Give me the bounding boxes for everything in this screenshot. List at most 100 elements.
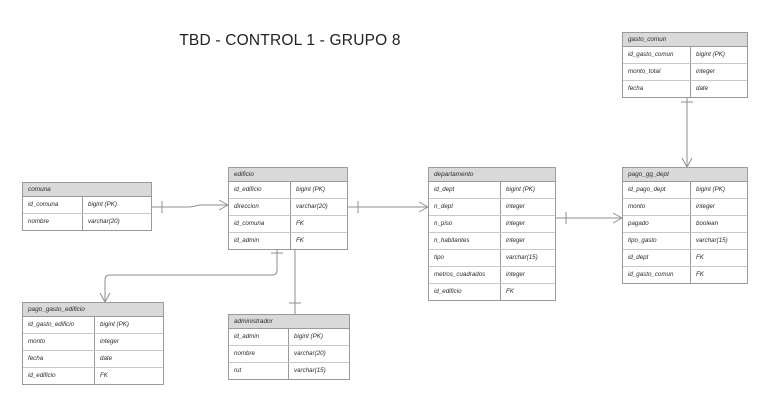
relationship-departamento-pago-gg-dept [556, 212, 623, 224]
table-row: id_comuna FK [229, 216, 347, 233]
column-name: id_comuna [23, 197, 83, 213]
column-type: varchar(20) [88, 218, 120, 225]
diagram-title: TBD - CONTROL 1 - GRUPO 8 [179, 32, 401, 49]
table-row: n_habitantes integer [429, 233, 555, 250]
er-table-pago-gasto-edificio[interactable]: pago_gasto_edificio id_gasto_edificio bi… [22, 302, 164, 385]
table-title-administrador: administrador [229, 315, 349, 329]
column-type: integer [506, 220, 525, 227]
er-table-administrador[interactable]: administrador id_admin bigint (PK) nombr… [228, 314, 350, 380]
column-name: fecha [23, 351, 95, 367]
column-type: integer [506, 271, 525, 278]
table-row: monto_total integer [623, 64, 747, 81]
column-name: id_gasto_comun [623, 267, 691, 283]
table-row: metros_cuadrados integer [429, 267, 555, 284]
column-name: pagado [623, 216, 691, 232]
table-row: n_dept integer [429, 199, 555, 216]
table-row: id_dept bigint (PK) [429, 182, 555, 199]
column-name: id_edificio [429, 284, 501, 300]
column-type: bigint (PK) [696, 51, 725, 58]
column-name: id_admin [229, 233, 291, 249]
column-name: fecha [623, 81, 691, 97]
table-row: nombre varchar(20) [23, 214, 151, 230]
column-type: FK [696, 271, 704, 278]
column-type: bigint (PK) [506, 186, 535, 193]
er-table-gasto-comun[interactable]: gasto_comun id_gasto_comun bigint (PK) m… [622, 32, 748, 98]
column-name: id_gasto_edificio [23, 317, 95, 333]
column-type: bigint (PK) [296, 186, 325, 193]
table-row: fecha date [23, 351, 163, 368]
column-type: FK [296, 237, 304, 244]
table-row: id_gasto_comun bigint (PK) [623, 47, 747, 64]
er-table-comuna[interactable]: comuna id_comuna bigint (PK) nombre varc… [22, 182, 152, 231]
relationship-administrador-edificio [289, 239, 301, 314]
column-type: integer [696, 203, 715, 210]
column-name: tipo_gasto [623, 233, 691, 249]
column-name: id_edificio [23, 368, 95, 384]
column-name: metros_cuadrados [429, 267, 501, 283]
column-name: id_comuna [229, 216, 291, 232]
table-row: id_admin FK [229, 233, 347, 249]
table-title-edificio: edificio [229, 168, 347, 182]
er-table-edificio[interactable]: edificio id_edificio bigint (PK) direcci… [228, 167, 348, 250]
column-type: bigint (PK) [696, 186, 725, 193]
column-type: FK [296, 220, 304, 227]
column-type: integer [696, 68, 715, 75]
column-type: varchar(15) [506, 254, 538, 261]
table-row: pagado boolean [623, 216, 747, 233]
table-row: tipo_gasto varchar(15) [623, 233, 747, 250]
column-type: varchar(20) [296, 203, 328, 210]
column-type: FK [506, 288, 514, 295]
column-name: nombre [229, 346, 289, 362]
column-type: FK [696, 254, 704, 261]
column-name: direccion [229, 199, 291, 215]
table-row: id_gasto_comun FK [623, 267, 747, 283]
table-row: id_edificio FK [23, 368, 163, 384]
column-type: date [100, 355, 113, 362]
column-type: varchar(20) [294, 350, 326, 357]
column-type: varchar(15) [294, 367, 326, 374]
table-row: tipo varchar(15) [429, 250, 555, 267]
table-rows-pago-gasto-edificio: id_gasto_edificio bigint (PK) monto inte… [23, 317, 163, 384]
table-row: n_piso integer [429, 216, 555, 233]
column-type: FK [100, 372, 108, 379]
column-name: id_edificio [229, 182, 291, 198]
table-row: rut varchar(15) [229, 363, 349, 379]
relationship-gasto-comun-pago-gg-dept [681, 92, 693, 168]
table-row: id_pago_dept bigint (PK) [623, 182, 747, 199]
table-title-departamento: departamento [429, 168, 555, 182]
table-rows-administrador: id_admin bigint (PK) nombre varchar(20) … [229, 329, 349, 379]
column-type: integer [506, 237, 525, 244]
table-row: direccion varchar(20) [229, 199, 347, 216]
column-name: monto [23, 334, 95, 350]
column-name: monto [623, 199, 691, 215]
column-type: date [696, 85, 709, 92]
table-row: id_gasto_edificio bigint (PK) [23, 317, 163, 334]
table-row: id_dept FK [623, 250, 747, 267]
relationship-edificio-pago-gasto-edificio [99, 240, 283, 303]
column-name: n_dept [429, 199, 501, 215]
column-name: n_habitantes [429, 233, 501, 249]
table-row: id_admin bigint (PK) [229, 329, 349, 346]
column-name: id_pago_dept [623, 182, 691, 198]
table-row: monto integer [623, 199, 747, 216]
er-table-departamento[interactable]: departamento id_dept bigint (PK) n_dept … [428, 167, 556, 301]
column-name: id_admin [229, 329, 289, 345]
table-row: id_edificio bigint (PK) [229, 182, 347, 199]
column-type: boolean [696, 220, 719, 227]
column-name: id_dept [623, 250, 691, 266]
column-name: id_dept [429, 182, 501, 198]
table-rows-gasto-comun: id_gasto_comun bigint (PK) monto_total i… [623, 47, 747, 97]
column-type: bigint (PK) [88, 201, 117, 208]
table-row: nombre varchar(20) [229, 346, 349, 363]
er-table-pago-gg-dept[interactable]: pago_gg_dept id_pago_dept bigint (PK) mo… [622, 167, 748, 284]
column-name: monto_total [623, 64, 691, 80]
table-title-pago-gasto-edificio: pago_gasto_edificio [23, 303, 163, 317]
relationship-comuna-edificio [152, 199, 229, 213]
table-rows-pago-gg-dept: id_pago_dept bigint (PK) monto integer p… [623, 182, 747, 283]
column-name: nombre [23, 214, 83, 230]
table-title-comuna: comuna [23, 183, 151, 197]
table-title-pago-gg-dept: pago_gg_dept [623, 168, 747, 182]
table-rows-edificio: id_edificio bigint (PK) direccion varcha… [229, 182, 347, 249]
column-name: rut [229, 363, 289, 379]
